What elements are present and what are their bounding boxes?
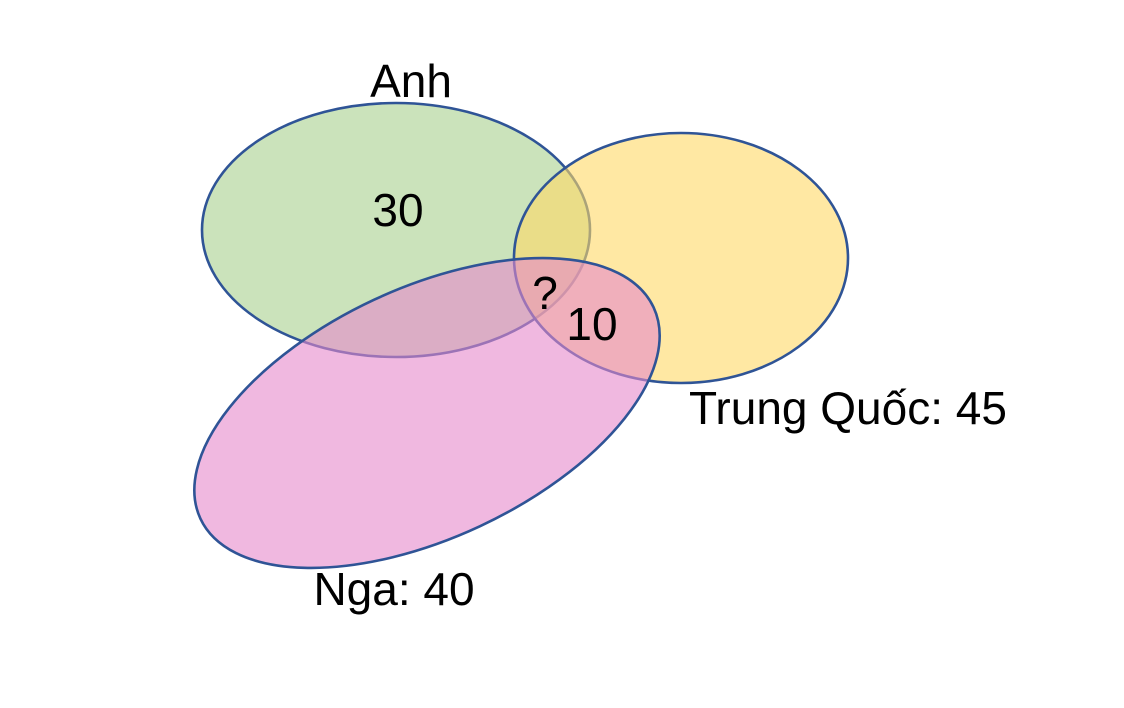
set-label-nga: Nga: 40 [313, 563, 474, 615]
set-label-anh: Anh [370, 55, 452, 107]
region-value-nga-trungquoc-overlap: 10 [566, 298, 617, 350]
region-value-anh-only: 30 [372, 184, 423, 236]
set-ellipse-nga [193, 256, 661, 570]
region-value-triple-overlap: ? [532, 267, 558, 319]
set-label-trung-quoc: Trung Quốc: 45 [689, 382, 1007, 434]
